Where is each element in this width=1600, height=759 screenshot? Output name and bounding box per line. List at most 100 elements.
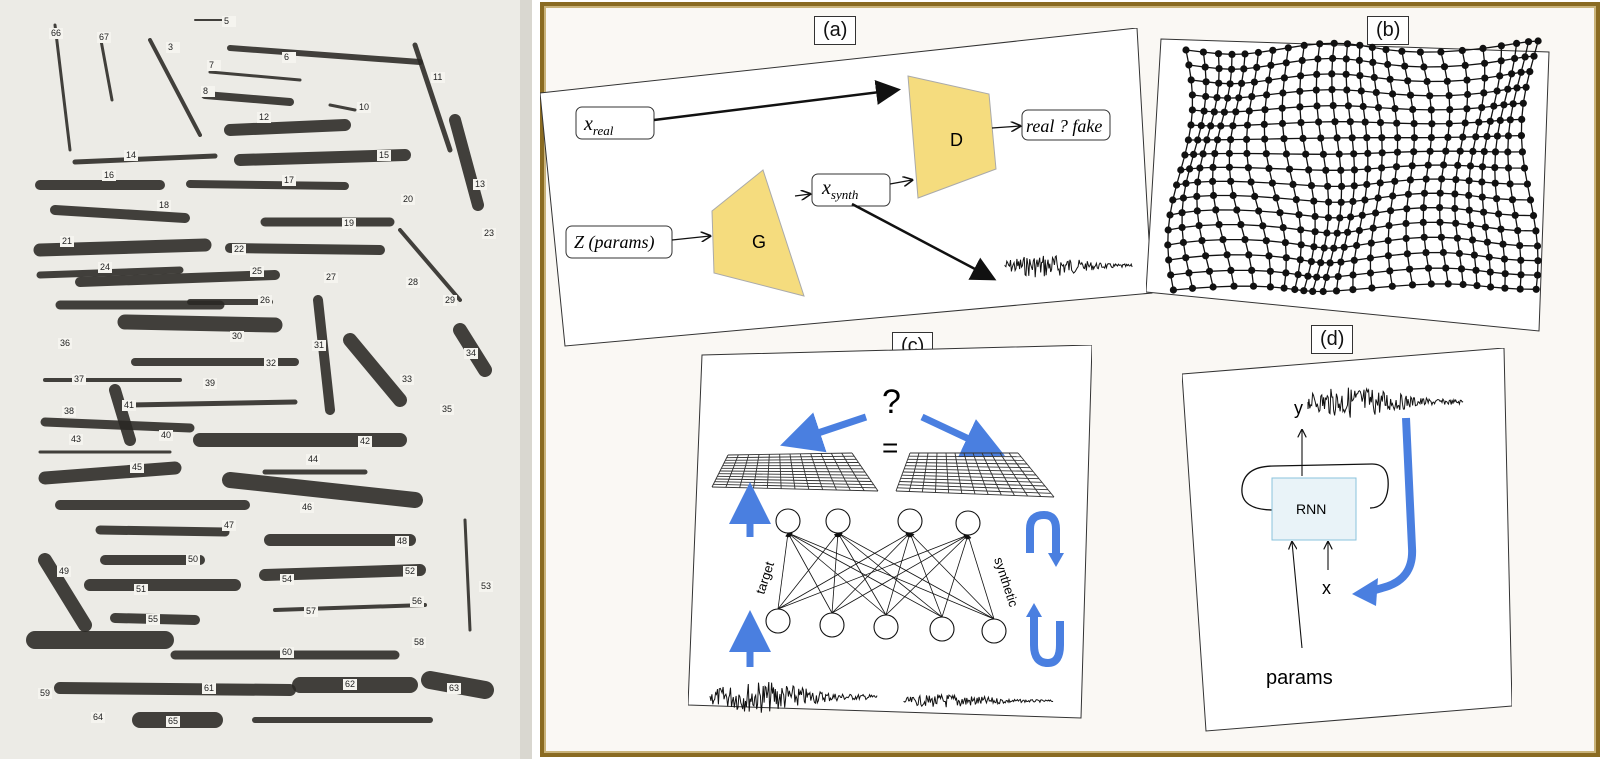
z-to-g-arrow [671, 236, 710, 240]
tool-number-label: 49 [59, 566, 69, 576]
tool-number-label: 35 [442, 404, 452, 414]
x-real-label: xreal [583, 113, 614, 138]
tool-number-label: 12 [259, 112, 269, 122]
generator-trapezoid [711, 169, 805, 297]
tool-number-label: 37 [74, 374, 84, 384]
tool-number-label: 45 [132, 462, 142, 472]
synthetic-waveform-c [903, 693, 1054, 708]
neural-network [765, 508, 1007, 644]
x-label: x [1322, 578, 1331, 598]
tool-number-label: 13 [475, 179, 485, 189]
tool-number-label: 62 [345, 679, 355, 689]
synthetic-u-arrow-top [1026, 510, 1060, 555]
tool-number-label: 51 [136, 584, 146, 594]
tool-number-label: 30 [232, 331, 242, 341]
blue-arrow-left [780, 412, 868, 453]
rnn-loop [1241, 463, 1389, 511]
tool-number-label: 17 [284, 175, 294, 185]
tool-number-label: 19 [344, 218, 354, 228]
tool-number-label: 63 [449, 683, 459, 693]
synth-to-waveform-arrow [851, 202, 997, 281]
tool-number-label: 32 [266, 358, 276, 368]
panel-d-label: (d) [1311, 325, 1354, 354]
tool-number-label: 25 [252, 266, 262, 276]
x-synth-box [811, 173, 891, 207]
tool-number-label: 55 [148, 614, 158, 624]
tool-number-label: 44 [308, 454, 318, 464]
question-mark: ? [882, 383, 901, 421]
x-real-arrow [653, 80, 901, 122]
tool-number-label: 24 [100, 262, 110, 272]
tool-number-label: 46 [302, 502, 312, 512]
synthetic-u-arrow-bottom [1030, 613, 1064, 668]
x-synth-label: xsynth [821, 177, 858, 202]
z-params-label: Z (params) [574, 232, 655, 253]
tool-number-label: 23 [484, 228, 494, 238]
synth-to-d-arrow [889, 180, 912, 184]
synthetic-waveform [1004, 254, 1133, 278]
tool-number-label: 18 [159, 200, 169, 210]
tools-photograph: 1235678101112131415161718192021222324252… [0, 0, 532, 759]
tool-number-label: 16 [104, 170, 114, 180]
tool-number-label: 29 [445, 295, 455, 305]
tool-number-label: 38 [64, 406, 74, 416]
tool-number-label: 41 [124, 400, 134, 410]
rnn-label: RNN [1296, 501, 1326, 517]
tool-number-label: 58 [414, 637, 424, 647]
tool-number-label: 20 [403, 194, 413, 204]
tool-number-label: 40 [161, 430, 171, 440]
panel-a-label: (a) [814, 16, 857, 45]
tool-number-label: 56 [412, 596, 422, 606]
tool-number-label: 21 [62, 236, 72, 246]
y-label: y [1294, 398, 1303, 418]
rnn-box [1271, 477, 1357, 541]
tool-number-label: 39 [205, 378, 215, 388]
params-to-rnn-arrow [1292, 542, 1303, 649]
tool-number-label: 34 [466, 348, 476, 358]
tool-number-label: 3 [168, 42, 173, 52]
tool-number-label: 31 [314, 340, 324, 350]
tool-number-label: 33 [402, 374, 412, 384]
output-label: real ? fake [1026, 116, 1102, 136]
tool-number-label: 60 [282, 647, 292, 657]
tool-number-label: 8 [203, 86, 208, 96]
panel-b-label: (b) [1367, 16, 1410, 45]
blue-return-arrowhead [1352, 578, 1378, 606]
tool-number-label: 7 [209, 60, 214, 70]
tool-number-label: 14 [126, 150, 136, 160]
generator-label: G [752, 232, 766, 252]
tool-number-label: 67 [99, 32, 109, 42]
tool-number-label: 10 [359, 102, 369, 112]
tool-number-label: 27 [326, 272, 336, 282]
tool-number-label: 53 [481, 581, 491, 591]
tool-number-label: 54 [282, 574, 292, 584]
equals-sign: = [882, 432, 898, 463]
blue-arrow-right [920, 413, 1006, 458]
discriminator-trapezoid [907, 75, 997, 199]
target-waveform [709, 681, 878, 713]
discriminator-label: D [950, 130, 963, 150]
blue-return-arrow [1366, 417, 1417, 596]
tool-number-label: 59 [40, 688, 50, 698]
tool-number-label: 26 [260, 295, 270, 305]
tool-number-label: 43 [71, 434, 81, 444]
panel-b-mesh [1146, 37, 1550, 332]
tool-number-label: 42 [360, 436, 370, 446]
tool-number-label: 61 [204, 683, 214, 693]
tool-number-label: 22 [234, 244, 244, 254]
synthetic-grid [895, 452, 1055, 498]
tool-number-label: 52 [405, 566, 415, 576]
panel-c-diagram: ? = target synthetic [688, 345, 1092, 719]
params-label: params [1266, 667, 1333, 689]
tool-number-label: 6 [284, 52, 289, 62]
output-box [1021, 109, 1111, 141]
tool-number-label: 36 [60, 338, 70, 348]
tools-photo-drawing: 1235678101112131415161718192021222324252… [0, 0, 532, 759]
tool-number-label: 15 [379, 150, 389, 160]
tool-number-label: 57 [306, 606, 316, 616]
d-to-output-arrow [991, 126, 1020, 128]
tool-number-label: 66 [51, 28, 61, 38]
x-real-box [575, 106, 655, 140]
tool-number-label: 50 [188, 554, 198, 564]
tool-number-label: 5 [224, 16, 229, 26]
